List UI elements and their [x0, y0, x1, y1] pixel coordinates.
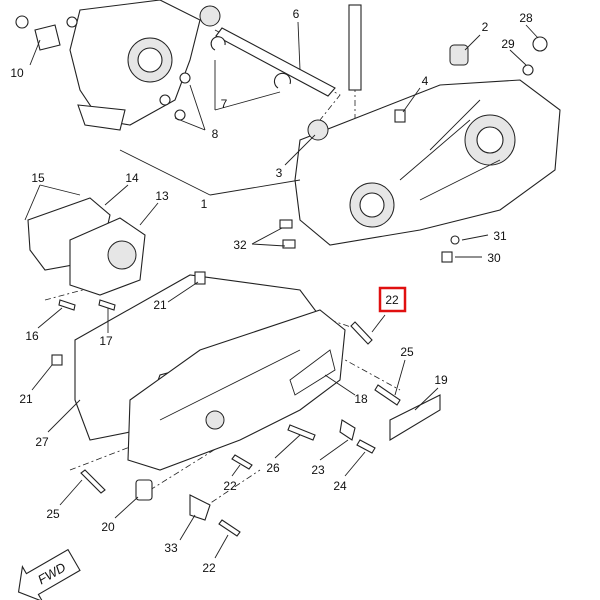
part-label-6[interactable]: 6 [293, 7, 300, 21]
shaft [199, 4, 362, 97]
part-label-25[interactable]: 25 [46, 507, 60, 521]
pump-cover [27, 197, 146, 296]
crankcase-cover [127, 309, 346, 471]
leader-lines [24, 21, 539, 559]
bolts [15, 15, 441, 537]
part-label-32[interactable]: 32 [233, 238, 247, 252]
crankcase-main [279, 36, 561, 263]
crankcase-left-upper [34, 0, 201, 131]
part-label-23[interactable]: 23 [311, 463, 325, 477]
part-label-22[interactable]: 22 [202, 561, 216, 575]
part-label-29[interactable]: 29 [501, 37, 515, 51]
highlight-box [378, 286, 407, 313]
part-label-2[interactable]: 2 [482, 20, 489, 34]
part-label-27[interactable]: 27 [35, 435, 49, 449]
part-label-10[interactable]: 10 [10, 66, 24, 80]
part-label-20[interactable]: 20 [101, 520, 115, 534]
part-label-18[interactable]: 18 [354, 392, 368, 406]
part-label-15[interactable]: 15 [31, 171, 45, 185]
part-label-7[interactable]: 7 [221, 97, 228, 111]
part-label-3[interactable]: 3 [276, 166, 283, 180]
part-label-31[interactable]: 31 [493, 229, 507, 243]
part-labels: 6 2 28 29 10 4 7 8 3 1 15 14 13 32 31 30… [10, 7, 533, 575]
part-label-22-highlighted[interactable]: 22 [385, 293, 399, 307]
part-label-8[interactable]: 8 [212, 127, 219, 141]
part-label-4[interactable]: 4 [422, 74, 429, 88]
part-label-26[interactable]: 26 [266, 461, 280, 475]
part-label-19[interactable]: 19 [434, 373, 448, 387]
part-label-25[interactable]: 25 [400, 345, 414, 359]
fwd-arrow-icon: FWD [17, 548, 81, 600]
part-label-21[interactable]: 21 [153, 298, 167, 312]
part-label-17[interactable]: 17 [99, 334, 113, 348]
part-label-33[interactable]: 33 [164, 541, 178, 555]
part-label-24[interactable]: 24 [333, 479, 347, 493]
part-label-1[interactable]: 1 [201, 197, 208, 211]
part-label-14[interactable]: 14 [125, 171, 139, 185]
part-label-28[interactable]: 28 [519, 11, 533, 25]
part-label-30[interactable]: 30 [487, 251, 501, 265]
part-label-21[interactable]: 21 [19, 392, 33, 406]
part-label-13[interactable]: 13 [155, 189, 169, 203]
part-label-22[interactable]: 22 [223, 479, 237, 493]
part-label-16[interactable]: 16 [25, 329, 39, 343]
